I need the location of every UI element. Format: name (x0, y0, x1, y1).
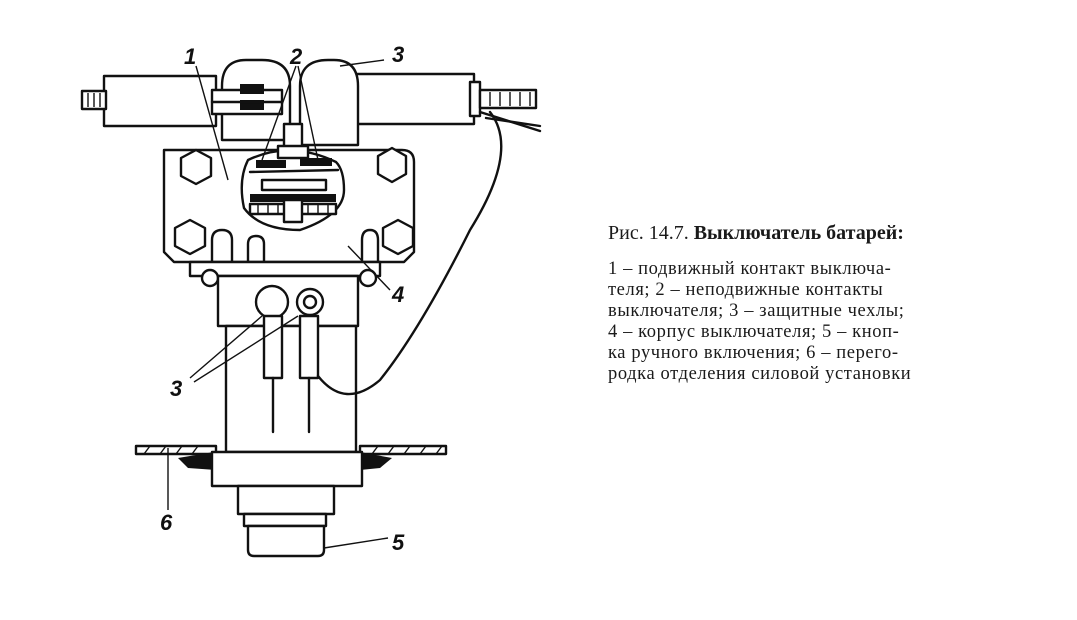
caption-line: ка ручного включения; 6 – перего- (608, 343, 899, 363)
label-2: 2 (289, 44, 303, 69)
moving-contact (248, 178, 338, 224)
caption-line: 4 – корпус выключателя; 5 – кноп- (608, 322, 900, 342)
manual-button (236, 484, 336, 558)
label-6: 6 (160, 510, 173, 535)
caption-line: теля; 2 – неподвижные контакты (608, 280, 884, 300)
fixed-contacts (248, 158, 340, 174)
switch-lower-body (216, 274, 360, 454)
caption-prefix: Рис. 14.7. (608, 222, 689, 244)
caption-heading: Выключатель батарей: (693, 222, 904, 244)
figure-caption: Рис. 14.7. Выключатель батарей: 1 – подв… (608, 222, 1002, 385)
caption-title: Рис. 14.7. Выключатель батарей: (608, 222, 1002, 245)
label-4: 4 (391, 282, 404, 307)
label-1: 1 (184, 44, 196, 69)
caption-line: 1 – подвижный контакт выключа- (608, 259, 892, 279)
caption-line: родка отделения силовой установки (608, 364, 912, 384)
caption-line: выключателя; 3 – защитные чехлы; (608, 301, 905, 321)
protective-cover-left (210, 58, 292, 142)
leader-lines (167, 59, 391, 549)
label-5: 5 (392, 530, 405, 555)
right-terminal-bar (354, 72, 542, 133)
partition (134, 444, 448, 488)
caption-legend: 1 – подвижный контакт выключа- теля; 2 –… (608, 259, 1002, 385)
left-terminal-bar (80, 74, 218, 128)
protective-cover-right (298, 58, 360, 147)
wire (316, 110, 503, 396)
label-3-bottom: 3 (170, 376, 182, 401)
label-3-top: 3 (392, 42, 404, 67)
